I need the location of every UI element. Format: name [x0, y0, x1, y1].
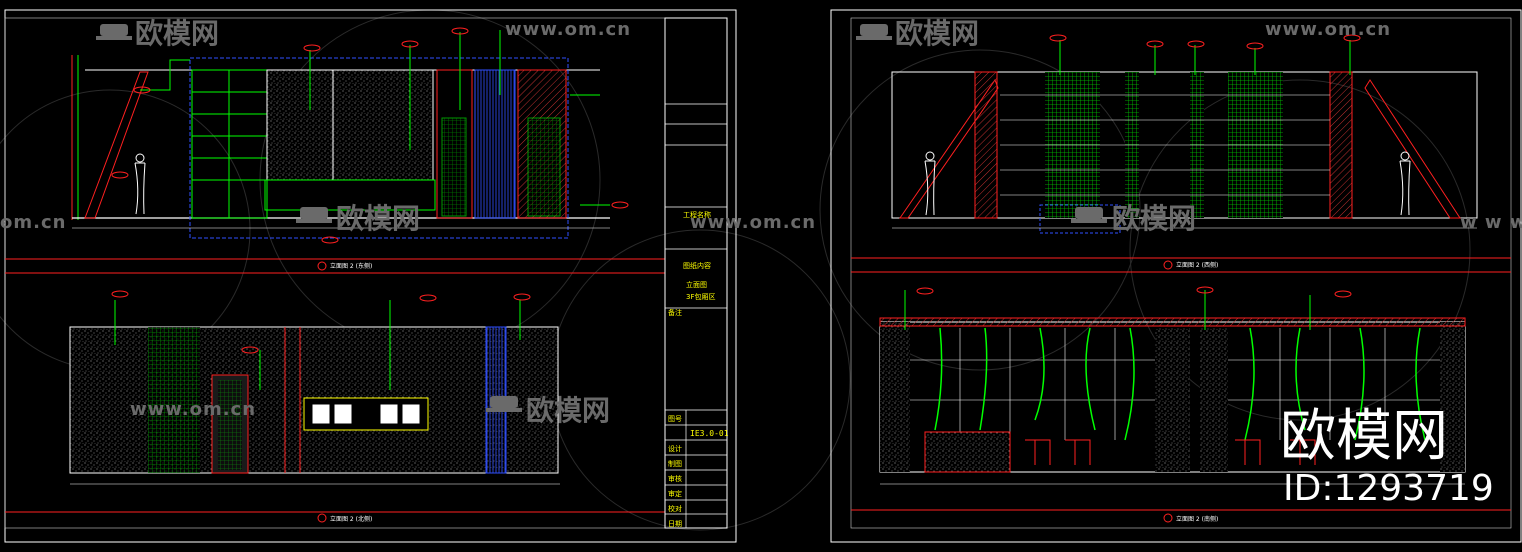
- watermark-url-fragment: w w w . o m . c n: [1460, 212, 1522, 233]
- title-block-row-label: 审核: [668, 474, 682, 483]
- watermark-logo-icon: [1071, 207, 1107, 223]
- title-block-row-label: 校对: [668, 504, 682, 513]
- content-line2: 3F包厢区: [686, 292, 715, 301]
- elevation-top-left: 立面图 2 (东侧): [71, 27, 629, 271]
- title-block-row-label: 日期: [668, 520, 682, 528]
- content-line1: 立面图: [686, 280, 707, 289]
- drawing-title-top-left: 立面图 2 (东侧): [317, 261, 372, 271]
- title-block-row-label: 制图: [668, 459, 682, 468]
- watermark-url: www.om.cn: [1265, 19, 1391, 40]
- big-watermark-brand: 欧模网: [1280, 404, 1448, 469]
- title-block-row-label: 设计: [668, 444, 682, 453]
- watermark-brand: 欧模网: [1112, 202, 1196, 235]
- svg-text:立面图 2 (东侧): 立面图 2 (东侧): [330, 262, 372, 270]
- watermark-brand: 欧模网: [895, 17, 979, 50]
- person-figure: [924, 151, 1411, 216]
- big-watermark-id: ID:1293719: [1283, 468, 1494, 509]
- drawing-title-bottom-right: 立面图 2 (南侧): [1163, 513, 1218, 523]
- elevation-top-right: 立面图 2 (西侧): [891, 34, 1478, 270]
- svg-text:立面图 2 (南侧): 立面图 2 (南侧): [1176, 515, 1218, 523]
- elevation-bottom-left: 立面图 2 (北侧): [69, 290, 560, 523]
- watermark-brand: 欧模网: [336, 202, 420, 235]
- left-sheet: 立面图 2 (东侧): [4, 9, 737, 543]
- watermark-logo-icon: [96, 24, 132, 40]
- svg-text:立面图 2 (西侧): 立面图 2 (西侧): [1176, 261, 1218, 269]
- title-block-row-label: 审定: [668, 489, 682, 498]
- drawing-no: IE3.0-01: [690, 429, 729, 438]
- drawing-title-bottom-left: 立面图 2 (北侧): [317, 513, 372, 523]
- watermark-brand: 欧模网: [135, 17, 219, 50]
- title-block: 工程名称 图纸内容 立面图 3F包厢区 备注 图号 IE3.0-01 设计制图审…: [664, 17, 729, 529]
- watermark-brand: 欧模网: [526, 394, 610, 427]
- watermark-url: www.om.cn: [130, 399, 256, 420]
- watermark-url: www.om.cn: [690, 212, 816, 233]
- person-figure: [134, 153, 146, 215]
- watermark-logo-icon: [856, 24, 892, 40]
- watermark-logo-icon: [296, 207, 332, 223]
- watermark-url-fragment: om.cn: [0, 212, 66, 233]
- project-label: 工程名称: [683, 210, 711, 219]
- elevation-bottom-right: 立面图 2 (南侧): [879, 286, 1466, 523]
- watermark-logo-icon: [486, 396, 522, 412]
- right-sheet: 立面图 2 (西侧): [830, 9, 1522, 543]
- svg-text:立面图 2 (北侧): 立面图 2 (北侧): [330, 515, 372, 523]
- watermark-url: www.om.cn: [505, 19, 631, 40]
- drawing-no-label: 图号: [668, 415, 682, 423]
- watermarks: 欧模网 www.om.cn 欧模网 www.om.cn om.cn 欧模网 ww…: [0, 17, 1522, 509]
- drawing-title-top-right: 立面图 2 (西侧): [1163, 260, 1218, 270]
- remark-label: 备注: [668, 308, 682, 317]
- drawing-label: 图纸内容: [683, 261, 711, 270]
